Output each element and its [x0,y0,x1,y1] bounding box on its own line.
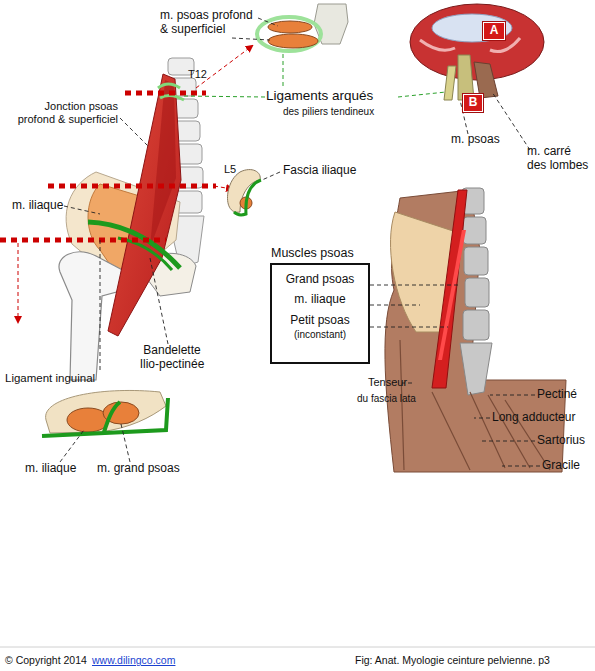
callout-letter: A [484,24,504,38]
leader-line [60,430,84,462]
box-heading: Muscles psoas [271,246,354,260]
iliopectineal-band [118,238,172,270]
anatomy-label: m. iliaque [25,462,76,476]
crus [444,66,456,100]
anatomy-label: m. psoas [451,133,500,147]
box-item: m. iliaque [270,293,370,307]
anatomy-label: du fascia lata [357,393,416,405]
section-lines [0,93,216,240]
callout-badge: A [483,22,505,40]
leader-line [262,172,280,180]
psoas-major [432,190,467,388]
box-item: Grand psoas [270,273,370,287]
callout-letter: B [464,96,482,110]
leader-line [64,206,100,214]
leader-line [474,418,490,419]
box-item: Petit psoas [270,314,370,328]
diaphragm-fibres [420,38,520,52]
anatomy-label: m. grand psoas [97,462,180,476]
anatomy-label: Ligament inguinal [5,372,95,385]
leader-line [232,38,270,40]
anatomy-label: m. psoas profond & superficiel [160,9,260,37]
anatomy-label: Fascia iliaque [283,164,356,178]
anatomy-label: L5 [224,163,236,176]
leader-line [482,441,535,442]
thigh-muscles [385,190,566,472]
vertebra [465,278,489,307]
leader-lines [60,18,540,466]
anatomy-label: Tenseur [368,376,407,389]
anatomy-label: m. iliaque [12,199,63,213]
section-arrow [196,46,252,88]
anatomy-label: Gracile [542,459,580,473]
copyright-text: www.dilingco.com [92,654,175,666]
leader-line [502,466,540,467]
fascia-section [42,398,168,436]
spine-right [460,188,492,395]
central-tendon [432,14,512,42]
leader-line [398,92,446,97]
anatomy-label: des piliers tendineux [283,106,374,118]
section-line [48,184,216,189]
leader-line [121,424,130,462]
anatomy-label: Bandelette Ilio-pectinée [132,344,212,372]
callout-badge: B [463,94,483,112]
leader-line [370,327,448,328]
anatomy-label: Long adducteur [492,411,575,425]
deep-psoas-section [268,21,312,33]
leader-line [100,240,101,372]
ilium-section [228,170,261,213]
copyright-text: © Copyright 2014 [5,654,87,666]
vertebra [464,247,488,275]
section-line [0,238,166,243]
fascia-section [234,180,261,215]
section-line [125,91,206,96]
superficial-psoas-section [268,34,318,48]
leader-line [258,18,278,26]
vertebra [463,310,489,340]
quadratus-lumborum [474,62,498,98]
anatomy-label: Ligaments arqués [266,88,373,104]
leader-line [490,395,535,396]
legend-box: Muscles psoasGrand psoas m. iliaquePetit … [270,246,370,364]
anatomy-label: Sartorius [537,434,585,448]
leader-line [150,258,168,344]
anatomy-label: T12 [188,68,207,81]
muscle-outlines [400,340,550,470]
psoas-minor [438,230,466,360]
leader-line [370,305,420,306]
anatomy-label: m. carré des lombes [527,145,591,173]
leader-line [370,285,460,286]
section-arrows [18,46,252,322]
figure-caption: Fig: Anat. Myologie ceinture pelvienne. … [355,654,550,666]
anatomy-label: Jonction psoas profond & superficiel [13,100,118,125]
box-item: (inconstant) [270,329,370,341]
leader-line [120,118,148,146]
section-arrow [18,243,19,322]
footer-rule [0,647,595,648]
vertebra [463,217,486,244]
leader-line [283,54,284,88]
deep-psoas [150,80,176,248]
arcuate-ligament-section [257,17,321,51]
sacrum [460,343,492,395]
leader-line [182,96,265,97]
anatomy-label: Pectiné [537,388,577,402]
psoas-muscle [108,74,181,336]
inguinal-ligament [88,222,180,268]
